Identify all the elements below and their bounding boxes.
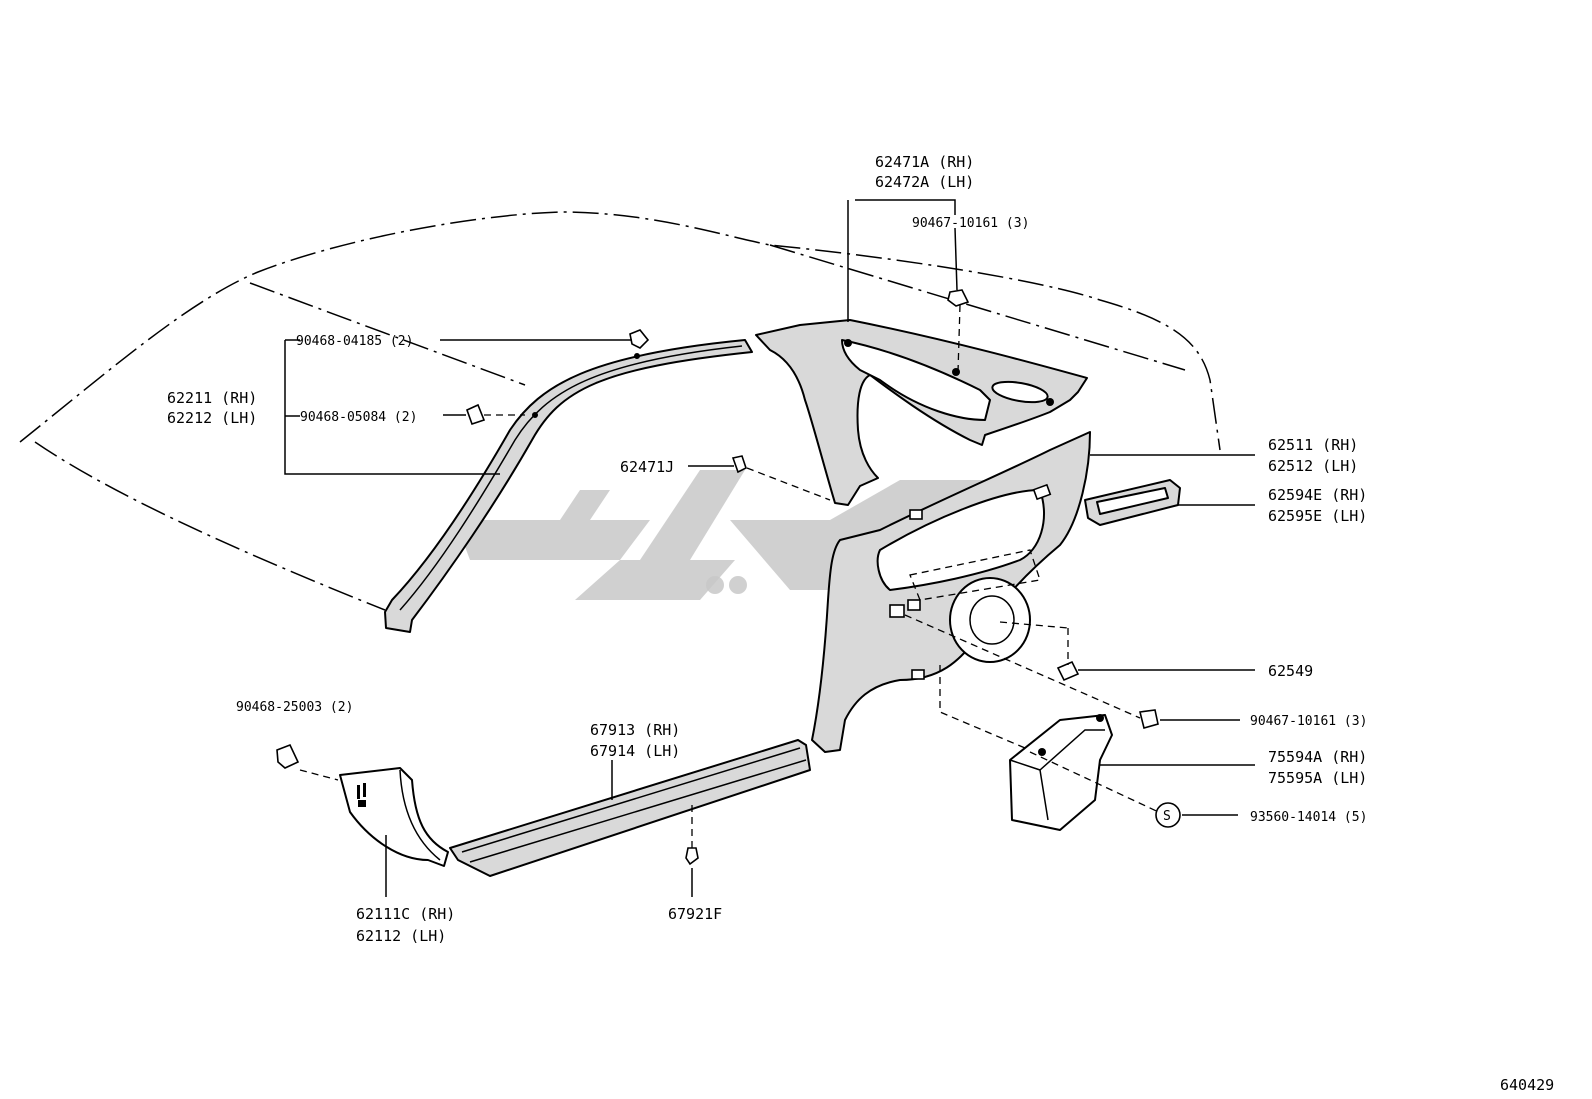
part-labels: 62471A (RH) 62472A (LH) 90467-10161 (3) …: [167, 153, 1554, 1094]
label-pillar-lh: 62212 (LH): [167, 409, 257, 427]
vent-grille: [1084, 479, 1181, 526]
label-quarter-trim-lh: 62512 (LH): [1268, 457, 1358, 475]
label-vent-grille-lh: 62595E (LH): [1268, 507, 1367, 525]
label-pillar-rh: 62211 (RH): [167, 389, 257, 407]
label-clip-90467-bottom: 90467-10161 (3): [1250, 714, 1367, 729]
label-scuff-lh: 67914 (LH): [590, 742, 680, 760]
label-screw-93560: 93560-14014 (5): [1250, 810, 1367, 825]
label-clip-90468-04185: 90468-04185 (2): [296, 334, 413, 349]
label-clip-62471j: 62471J: [620, 458, 674, 476]
clips: [276, 289, 1159, 866]
label-screw-circle: S: [1163, 809, 1171, 824]
leader-lines: [284, 199, 1255, 897]
label-quarter-upper-rh: 62471A (RH): [875, 153, 974, 171]
quarter-trim-panel: [811, 431, 1091, 753]
label-clip-90468-05084: 90468-05084 (2): [300, 410, 417, 425]
label-clip-62549: 62549: [1268, 662, 1313, 680]
scuff-plate: [449, 739, 811, 877]
label-vent-grille-rh: 62594E (RH): [1268, 486, 1367, 504]
diagram-number: 640429: [1500, 1076, 1554, 1094]
label-scuff-rh: 67913 (RH): [590, 721, 680, 739]
screw-symbol: [1155, 802, 1181, 828]
label-clip-90467-top: 90467-10161 (3): [912, 216, 1029, 231]
label-jack-cover-rh: 75594A (RH): [1268, 748, 1367, 766]
label-clip-67921f: 67921F: [668, 905, 722, 923]
upper-quarter-trim: [755, 319, 1088, 506]
label-cowl-lh: 62112 (LH): [356, 927, 446, 945]
label-quarter-upper-lh: 62472A (LH): [875, 173, 974, 191]
front-pillar-garnish: [384, 339, 753, 633]
body-outline: [19, 211, 1221, 611]
assembly-lines: [299, 304, 1166, 848]
jack-cover: [1009, 714, 1113, 831]
label-jack-cover-lh: 75595A (LH): [1268, 769, 1367, 787]
label-clip-90468-25003: 90468-25003 (2): [236, 700, 353, 715]
cowl-side-trim: [339, 767, 449, 867]
label-cowl-rh: 62111C (RH): [356, 905, 455, 923]
label-quarter-trim-rh: 62511 (RH): [1268, 436, 1358, 454]
